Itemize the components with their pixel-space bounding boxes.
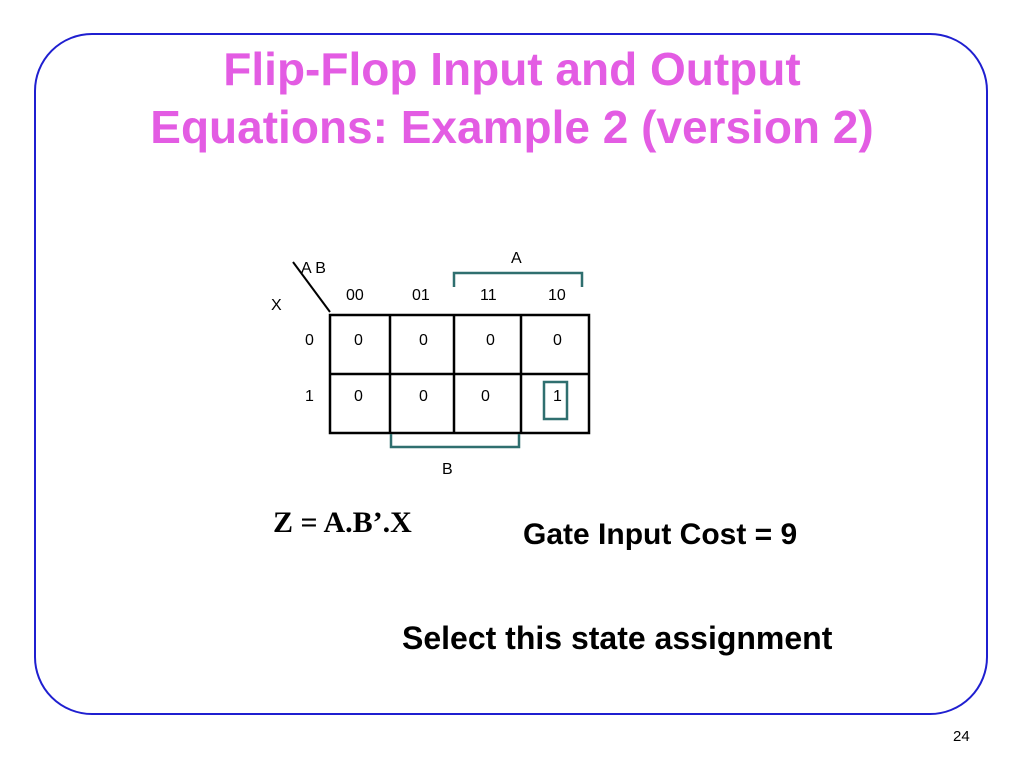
kmap-bottom-bracket: [389, 434, 521, 449]
kmap-cell: 0: [553, 332, 562, 349]
kmap-top-bracket: [452, 271, 584, 287]
kmap-bottom-bracket-label: B: [442, 461, 453, 478]
kmap-top-bracket-label: A: [511, 250, 522, 267]
page-number: 24: [953, 728, 970, 745]
kmap-corner-diagonal: [292, 261, 331, 313]
kmap-column-header: 00: [346, 287, 364, 304]
kmap-column-header: 11: [480, 287, 497, 304]
kmap-cell: 1: [553, 388, 562, 405]
slide-border: [34, 33, 988, 715]
kmap-cell: 0: [419, 388, 428, 405]
kmap-cell: 0: [354, 332, 363, 349]
kmap-cell: 0: [481, 388, 490, 405]
kmap-column-variables-label: A B: [301, 260, 326, 277]
kmap-cell: 0: [419, 332, 428, 349]
output-equation: Z = A.B’.X: [273, 506, 412, 539]
slide-title-line-2: Equations: Example 2 (version 2): [150, 101, 874, 153]
kmap-column-header: 01: [412, 287, 430, 304]
slide-title: Flip-Flop Input and Output Equations: Ex…: [0, 40, 1024, 156]
kmap-group-box: [542, 380, 569, 421]
kmap-cell: 0: [354, 388, 363, 405]
gate-input-cost: Gate Input Cost = 9: [523, 518, 798, 551]
kmap-row-variable-label: X: [271, 297, 282, 314]
kmap-row-header: 0: [305, 332, 314, 349]
selection-note: Select this state assignment: [402, 620, 833, 656]
kmap-column-header: 10: [548, 287, 566, 304]
kmap-cell: 0: [486, 332, 495, 349]
slide-title-line-1: Flip-Flop Input and Output: [223, 43, 801, 95]
kmap-row-header: 1: [305, 388, 314, 405]
